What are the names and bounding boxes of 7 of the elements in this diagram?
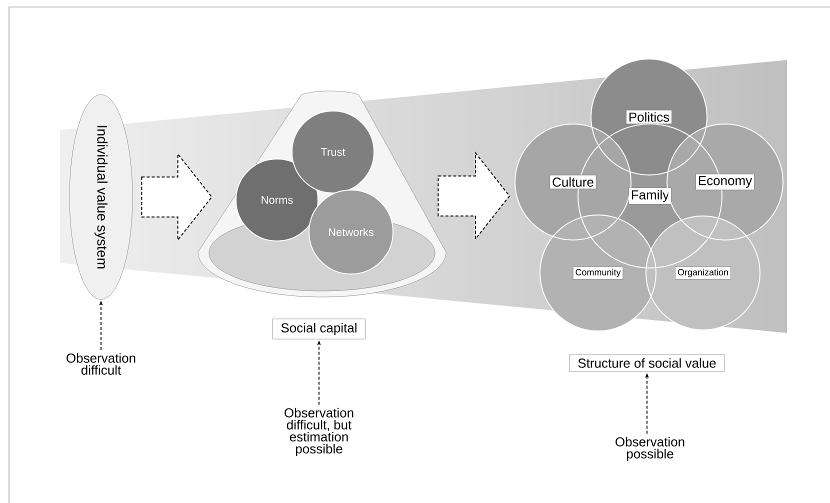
note-text: Observation possible — [616, 436, 684, 462]
label-box: Social capital — [272, 318, 366, 340]
block-arrow — [141, 152, 212, 242]
note-text: Observation difficult — [66, 353, 136, 375]
block-arrow — [438, 152, 510, 240]
label-box: Structure of social value — [569, 354, 725, 372]
note-text: Observation difficult, but estimation possible — [284, 408, 354, 456]
